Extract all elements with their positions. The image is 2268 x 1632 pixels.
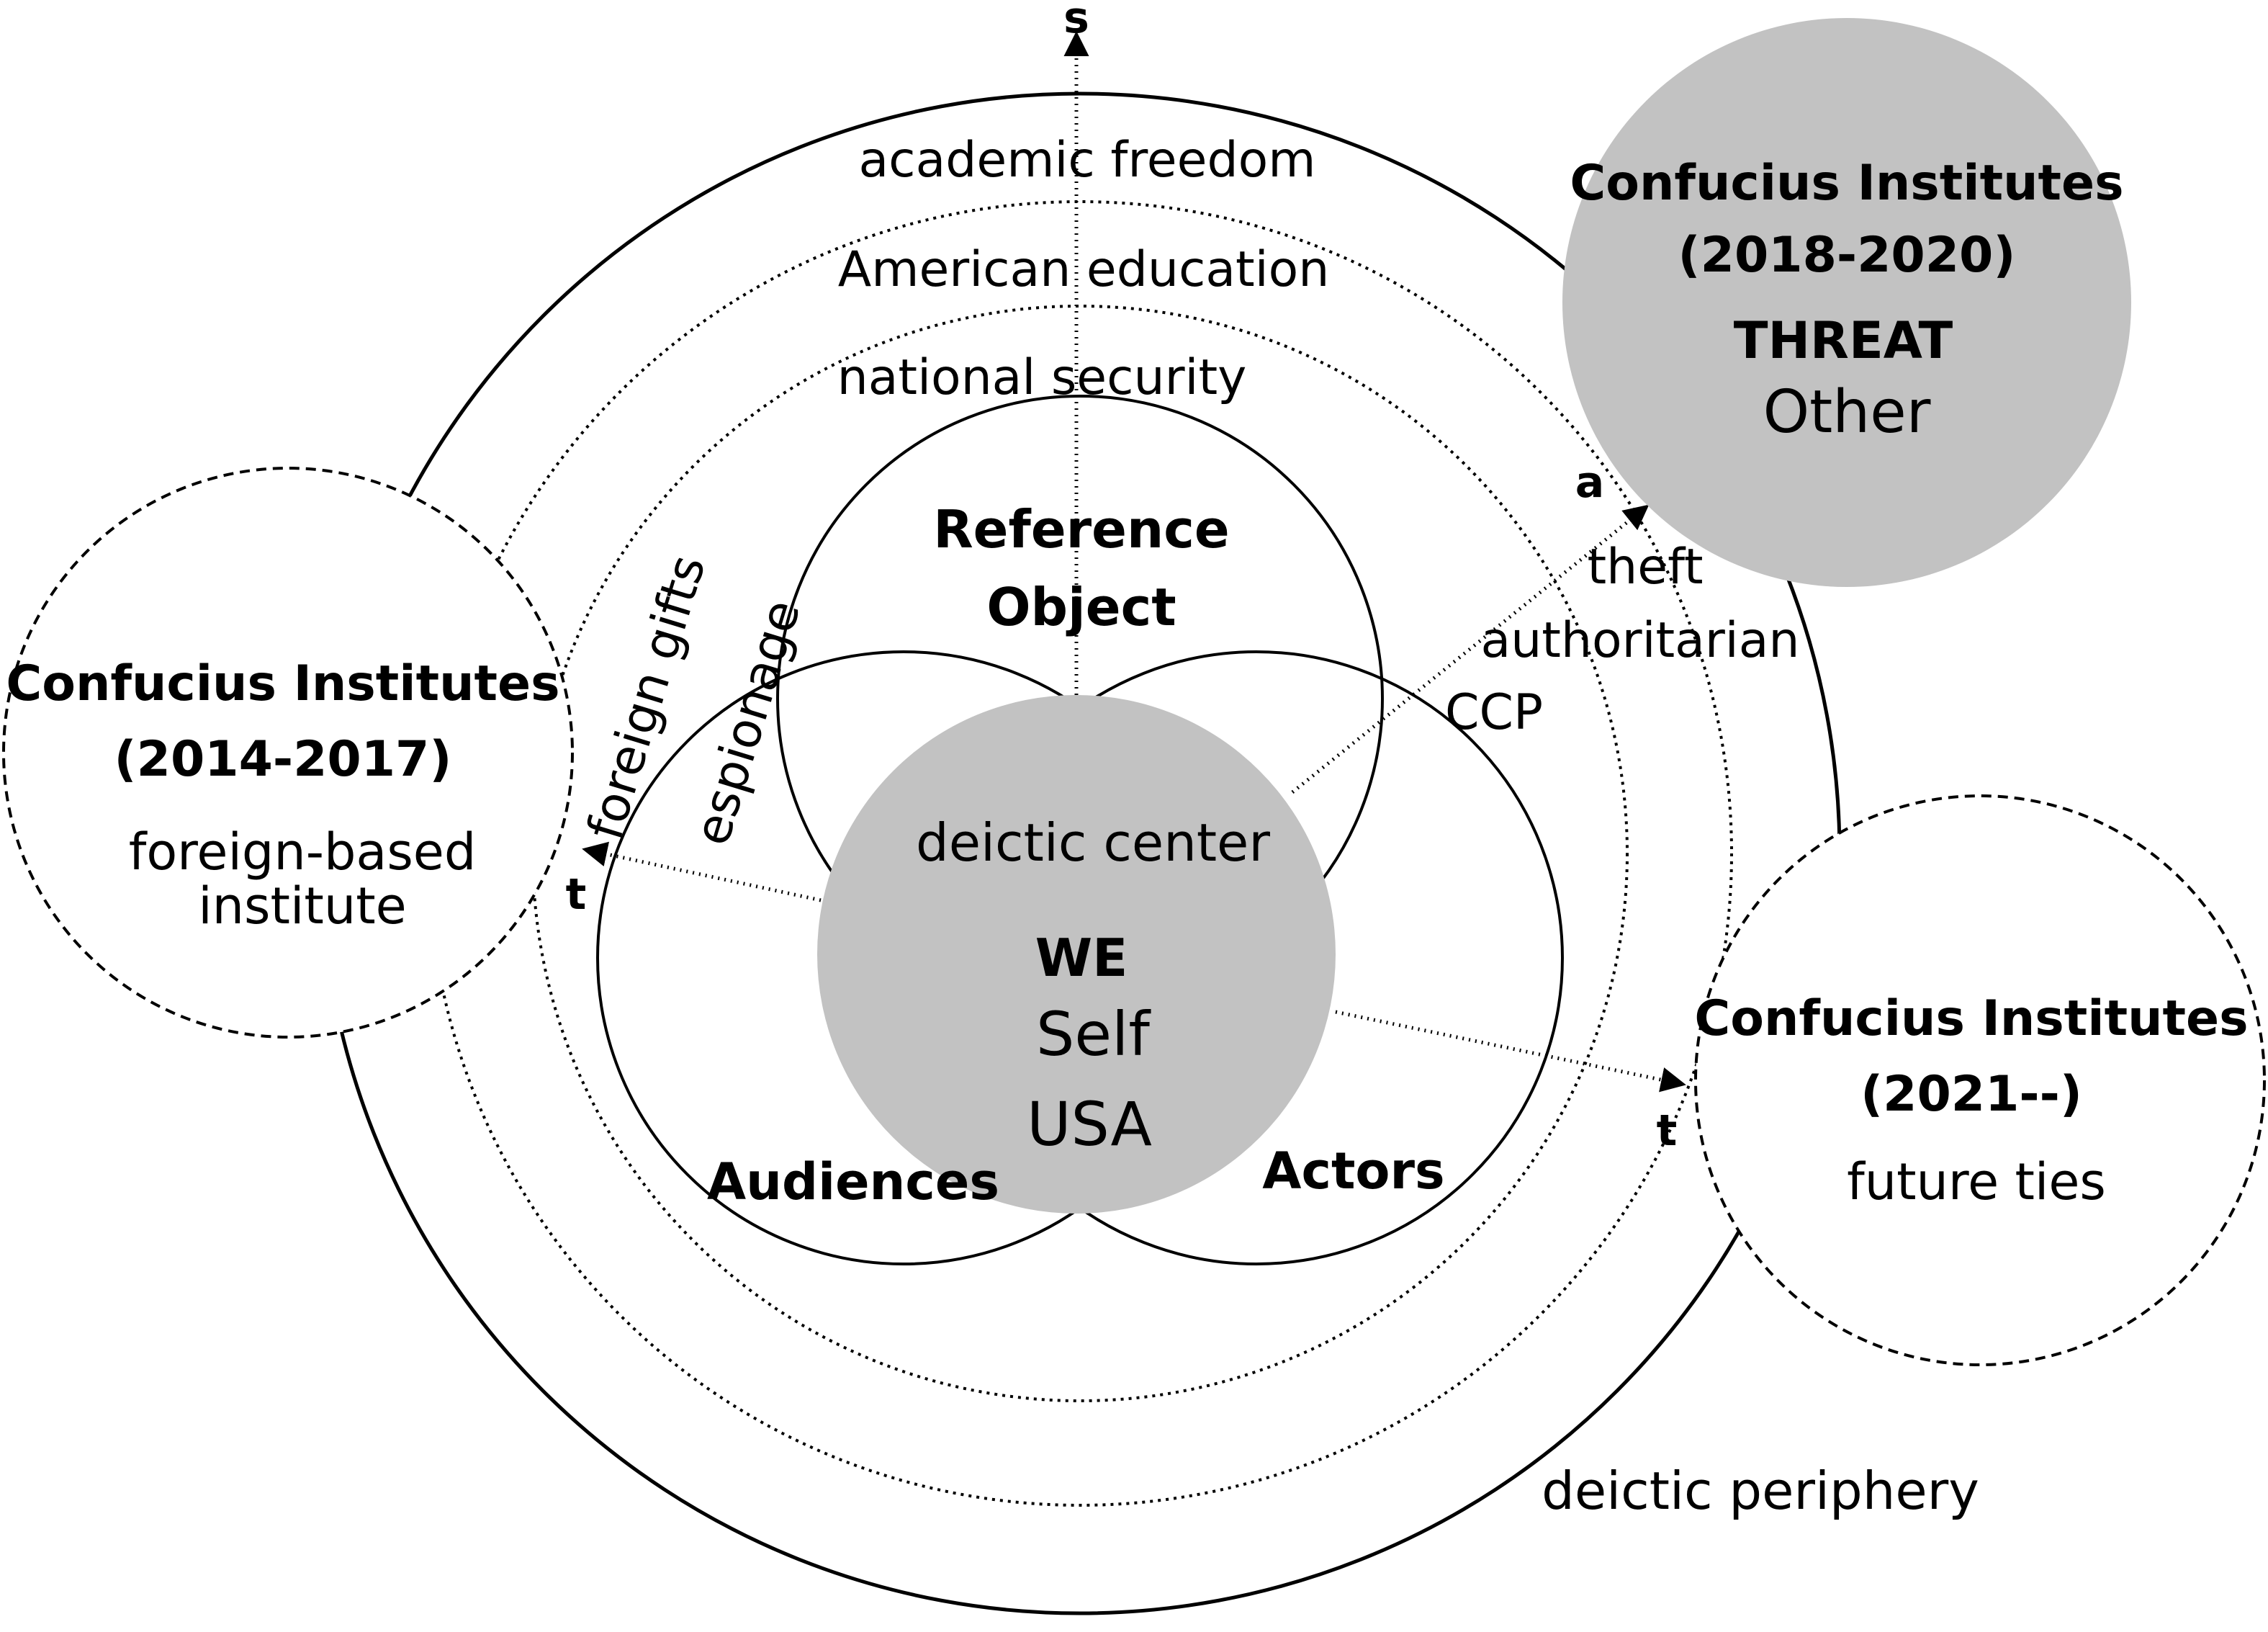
middle-ring bbox=[427, 200, 1733, 1507]
node-2014-2017-years: (2014-2017) bbox=[114, 731, 452, 788]
node-2021-desc: future ties bbox=[1847, 1152, 2106, 1211]
center-label-we: WE bbox=[1035, 928, 1128, 988]
node-2018-2020-title: Confucius Institutes bbox=[1570, 155, 2123, 212]
term-ccp: CCP bbox=[1445, 684, 1543, 741]
node-2014-2017-desc-line2: institute bbox=[198, 876, 407, 936]
node-2014-2017-title: Confucius Institutes bbox=[6, 655, 559, 712]
venn-label-audiences: Audiences bbox=[707, 1152, 999, 1211]
term-authoritarian: authoritarian bbox=[1481, 612, 1800, 669]
deictic-center-circle bbox=[817, 695, 1336, 1214]
node-2021-title: Confucius Institutes bbox=[1694, 990, 2248, 1047]
venn-label-reference: Reference bbox=[933, 499, 1230, 560]
node-2018-2020-other: Other bbox=[1763, 378, 1931, 447]
center-label-self: Self bbox=[1036, 999, 1151, 1070]
t-axis-left-label: t bbox=[566, 869, 587, 920]
center-label-usa: USA bbox=[1027, 1089, 1152, 1160]
ring-label-national-security: national security bbox=[837, 349, 1247, 406]
center-label-deictic-center: deictic center bbox=[916, 812, 1270, 873]
node-2021-circle bbox=[1694, 794, 2266, 1366]
t-axis-left-arrow bbox=[582, 841, 822, 902]
node-2014-2017-circle bbox=[2, 467, 574, 1039]
node-2018-2020-threat: THREAT bbox=[1734, 311, 1953, 370]
t-axis-right-arrow bbox=[1335, 1010, 1686, 1093]
venn-label-object: Object bbox=[986, 577, 1176, 637]
ring-label-academic-freedom: academic freedom bbox=[859, 132, 1316, 189]
ring-label-deictic-periphery: deictic periphery bbox=[1542, 1461, 1979, 1521]
node-2021-years: (2021--) bbox=[1860, 1066, 2082, 1123]
s-axis-label: s bbox=[1063, 0, 1089, 43]
term-espionage: espionage bbox=[683, 593, 811, 851]
node-2018-2020-circle bbox=[1562, 18, 2131, 587]
term-theft: theft bbox=[1587, 539, 1703, 596]
t-axis-right-label: t bbox=[1657, 1106, 1678, 1156]
a-axis-label: a bbox=[1575, 457, 1605, 508]
venn-label-actors: Actors bbox=[1262, 1142, 1444, 1201]
ring-label-american-education: American education bbox=[838, 241, 1330, 298]
node-2018-2020-years: (2018-2020) bbox=[1678, 227, 2016, 284]
node-2014-2017-desc-line1: foreign-based bbox=[129, 822, 477, 882]
